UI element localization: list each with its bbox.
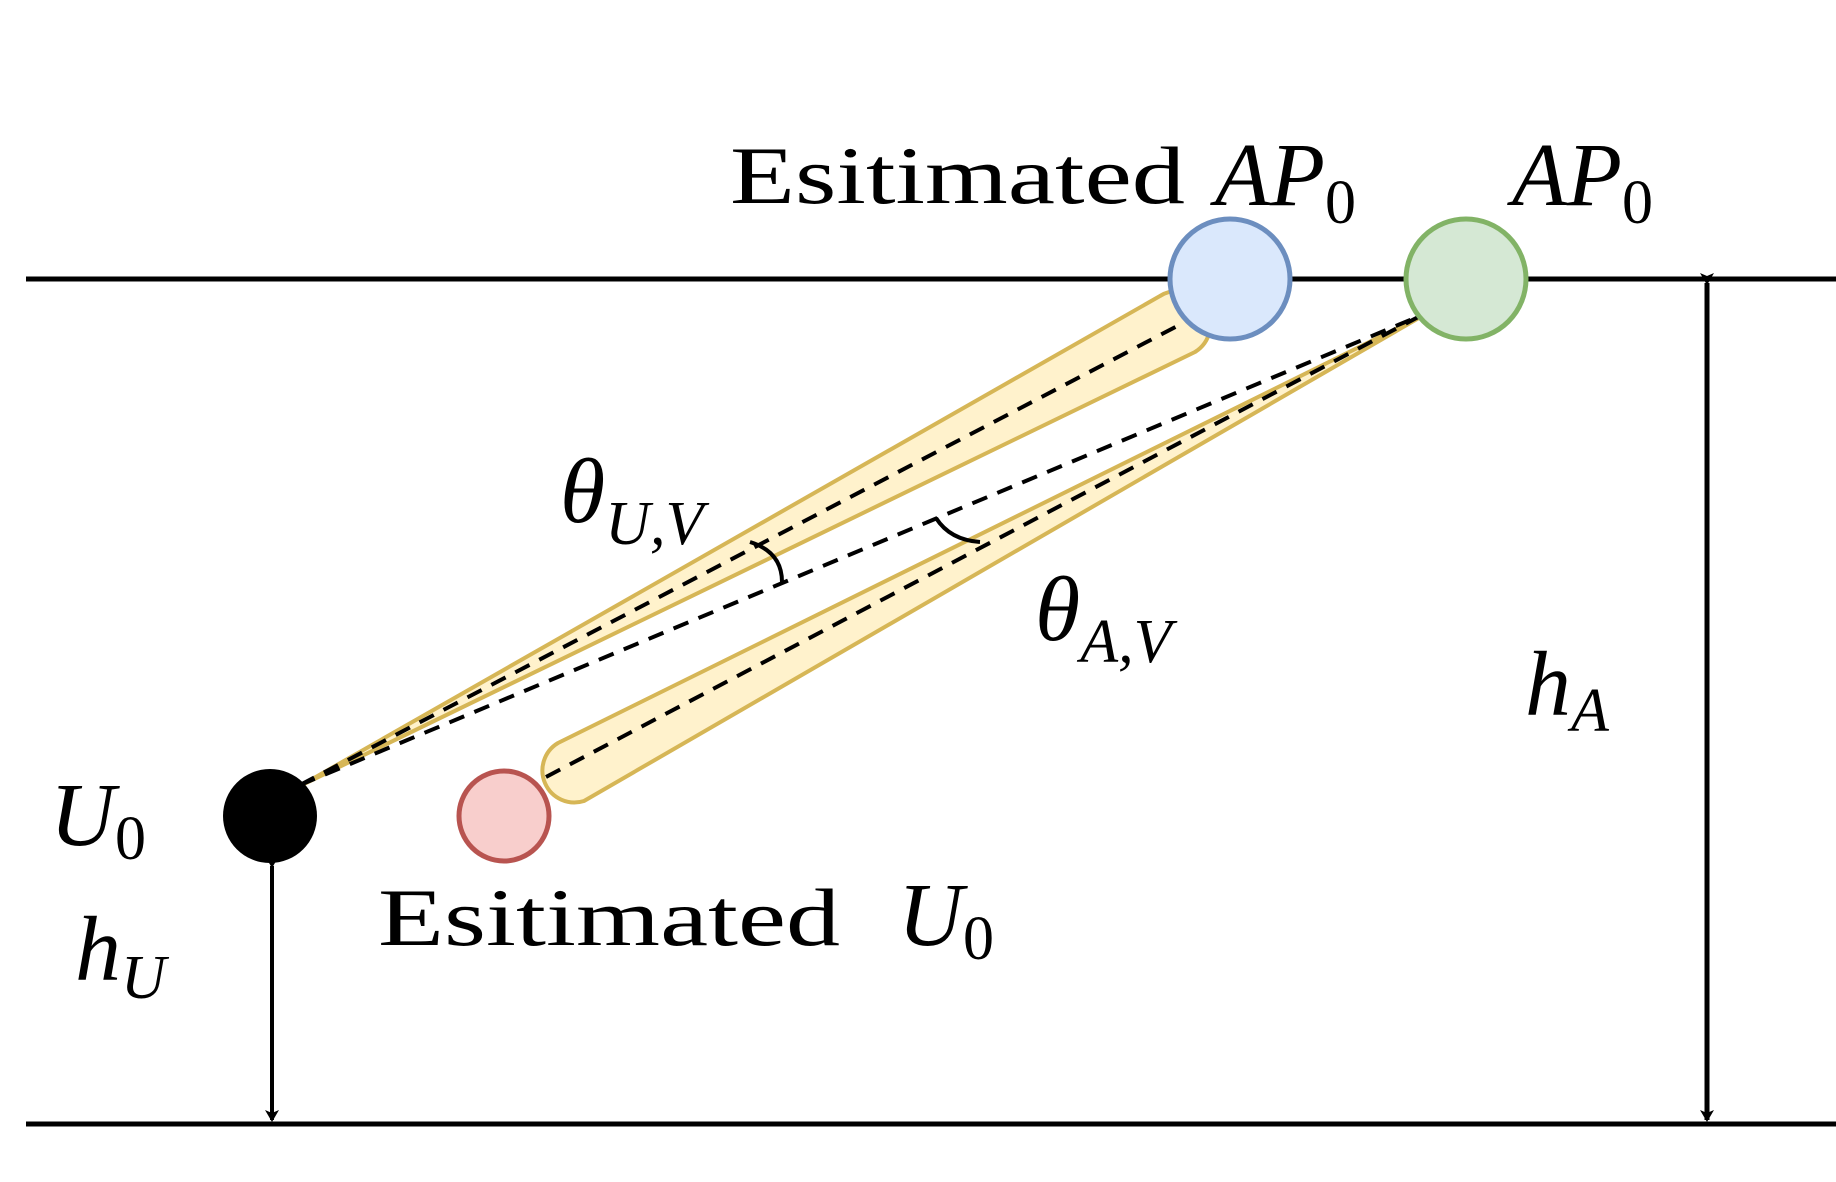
user-node [223,769,317,863]
user-label: U0 [50,766,146,873]
angle-arc-theta-av [934,516,981,544]
theta-uv-label: θU,V [560,440,709,558]
theta-av-label: θA,V [1035,558,1178,676]
estimated-ap-label: Esitimated [730,130,1185,221]
estimated-user-node [456,768,552,864]
estimated-user-label: Esitimated [378,872,840,963]
cone-user-to-estimated-ap [298,288,1213,788]
height-ap-label: hA [1525,633,1610,745]
height-user-label: hU [75,898,170,1012]
ray-user-to-ap [299,313,1423,787]
ray-estimated-user-to-ap [545,313,1423,779]
ray-user-to-estimated-ap [299,321,1184,787]
ap-node [1403,216,1529,342]
estimated-ap-symbol: AP0 [1210,126,1356,237]
ap-label: AP0 [1507,126,1653,237]
estimated-user-symbol: U0 [898,866,994,973]
estimated-ap-node [1167,216,1293,342]
cone-estimated-user-to-ap [540,313,1426,805]
angle-arc-theta-uv [749,540,784,583]
